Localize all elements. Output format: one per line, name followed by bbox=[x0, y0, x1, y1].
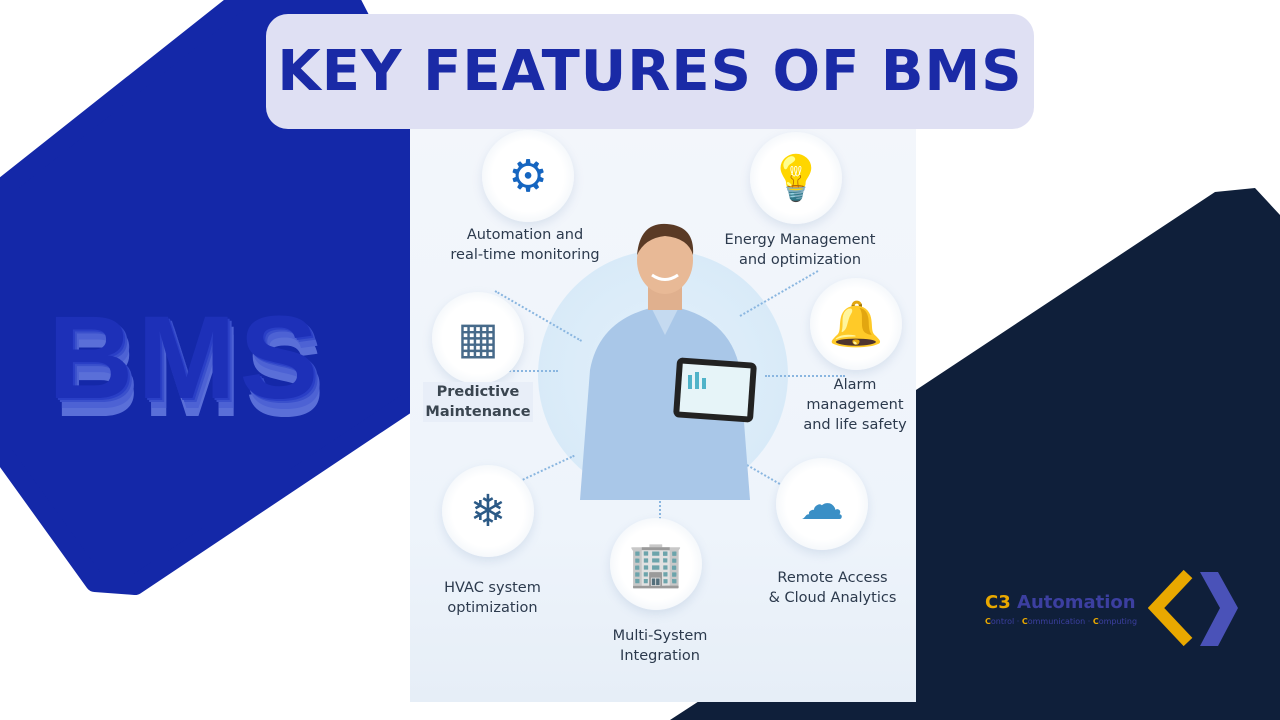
lightbulb-icon: 💡 bbox=[750, 132, 842, 224]
feature-integration: Multi-System Integration bbox=[595, 626, 725, 666]
navy-shape bbox=[670, 188, 1280, 720]
feature-label: Integration bbox=[620, 648, 700, 664]
connector bbox=[765, 375, 845, 377]
tag-text: omputing bbox=[1098, 617, 1138, 626]
feature-label: management bbox=[806, 397, 904, 413]
server-unit-icon: ▦ bbox=[432, 292, 524, 384]
cloud-analytics-icon: ☁ bbox=[776, 458, 868, 550]
feature-label: Automation and bbox=[466, 227, 584, 243]
c3-automation-logo: C3 Automation Control · Communication · … bbox=[985, 592, 1137, 626]
feature-label: and optimization bbox=[738, 252, 862, 268]
feature-label: optimization bbox=[447, 600, 538, 616]
feature-predictive-maintenance: Predictive Maintenance bbox=[423, 382, 533, 422]
feature-label: and life safety bbox=[803, 417, 907, 433]
feature-label: Alarm bbox=[833, 377, 877, 393]
feature-hvac: HVAC system optimization bbox=[425, 578, 560, 618]
tag-letter: C bbox=[1021, 617, 1028, 626]
hvac-unit-icon: ❄ bbox=[442, 465, 534, 557]
feature-label: & Cloud Analytics bbox=[768, 590, 897, 606]
gears-chart-icon: ⚙ bbox=[482, 130, 574, 222]
logo-name: Automation bbox=[1017, 592, 1136, 613]
feature-label: HVAC system bbox=[444, 580, 541, 596]
connector bbox=[498, 370, 558, 372]
c3-chevron-logo-icon bbox=[1148, 569, 1238, 647]
building-icon: 🏢 bbox=[610, 518, 702, 610]
feature-alarm: Alarm management and life safety bbox=[790, 375, 916, 435]
person-with-tablet-image bbox=[580, 223, 757, 500]
tag-letter: C bbox=[1092, 617, 1099, 626]
feature-label: Maintenance bbox=[425, 404, 531, 420]
feature-label: Predictive bbox=[436, 384, 520, 400]
feature-label: Multi-System bbox=[612, 628, 708, 644]
page-title: KEY FEATURES OF BMS bbox=[266, 14, 1034, 129]
tag-text: ommunication · bbox=[1027, 617, 1093, 626]
feature-energy: Energy Management and optimization bbox=[710, 230, 890, 270]
feature-automation: Automation and real-time monitoring bbox=[440, 225, 610, 265]
feature-label: Energy Management bbox=[724, 232, 876, 248]
feature-label: real-time monitoring bbox=[450, 247, 600, 263]
logo-tagline: Control · Communication · Computing bbox=[985, 617, 1137, 626]
tag-letter: C bbox=[985, 617, 991, 626]
bms-side-text: BMS bbox=[48, 292, 323, 424]
alarm-bell-icon: 🔔 bbox=[810, 278, 902, 370]
tag-text: ontrol · bbox=[990, 617, 1022, 626]
infographic-panel: ⚙ Automation and real-time monitoring 💡 … bbox=[410, 120, 916, 702]
logo-prefix: C3 bbox=[985, 592, 1011, 613]
feature-remote-access: Remote Access & Cloud Analytics bbox=[760, 568, 905, 608]
feature-label: Remote Access bbox=[777, 570, 888, 586]
